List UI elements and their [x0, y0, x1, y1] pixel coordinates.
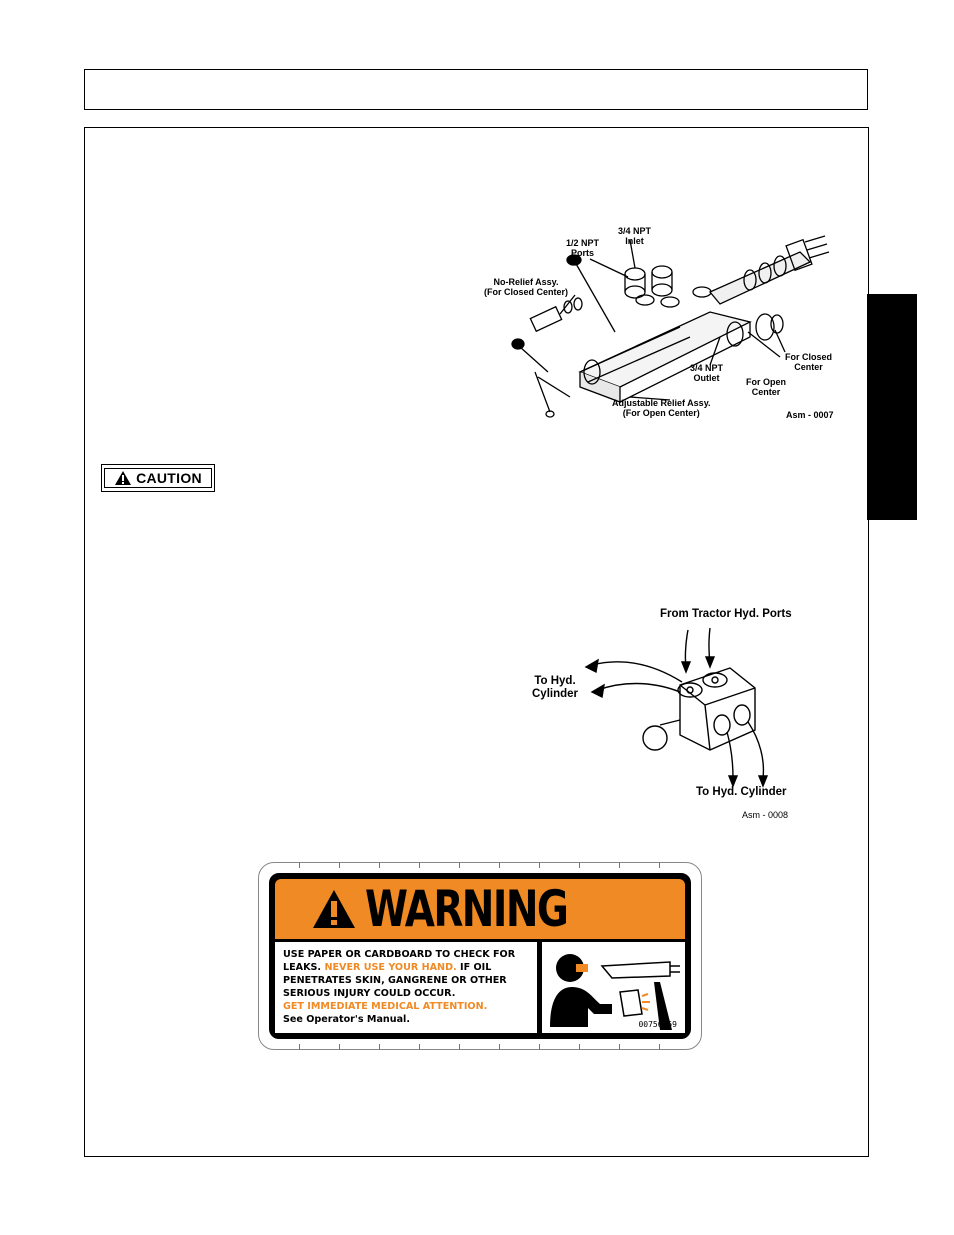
warning-title: WARNING — [365, 880, 569, 938]
warning-line-5: GET IMMEDIATE MEDICAL ATTENTION. — [283, 1001, 488, 1012]
warning-line-2c: IF OIL — [460, 962, 492, 973]
warning-pictogram: 00756059 — [542, 942, 685, 1033]
warning-line-2a: LEAKS. — [283, 962, 322, 973]
warning-message: USE PAPER OR CARDBOARD TO CHECK FOR LEAK… — [275, 942, 537, 1033]
diverter-valve-drawing — [584, 627, 769, 788]
section-tab — [867, 294, 917, 520]
label-from-tractor: From Tractor Hyd. Ports — [660, 608, 792, 620]
label-ports: 1/2 NPT Ports — [566, 238, 600, 258]
decal-part-number: 00756059 — [638, 1020, 677, 1029]
valve-exploded-figure: 3/4 NPT Inlet 1/2 NPT Ports No-Relief As… — [480, 222, 850, 432]
warning-line-6: See Operator's Manual. — [283, 1014, 410, 1025]
valve-exploded-drawing — [511, 235, 830, 418]
figure-ref-2: Asm - 0008 — [742, 810, 789, 820]
warning-line-4: SERIOUS INJURY COULD OCCUR. — [283, 988, 456, 999]
warning-header-bar: WARNING — [275, 879, 685, 939]
label-inlet: 3/4 NPT Inlet — [618, 226, 652, 246]
label-outlet: 3/4 NPT Outlet — [690, 363, 724, 383]
label-to-cylinder-left: To Hyd. Cylinder — [532, 675, 579, 700]
warning-triangle-icon — [115, 471, 132, 485]
caution-label: CAUTION — [136, 470, 202, 486]
figure-ref-1: Asm - 0007 — [786, 410, 834, 420]
caution-badge: CAUTION — [101, 464, 215, 492]
warning-decal: WARNING USE PAPER OR CARDBOARD TO CHECK … — [258, 862, 702, 1050]
label-no-relief: No-Relief Assy. (For Closed Center) — [484, 277, 569, 297]
warning-line-2: LEAKS. NEVER USE YOUR HAND. IF OIL — [283, 961, 529, 974]
label-closed-center: For Closed Center — [785, 352, 833, 372]
content-box — [84, 127, 869, 1157]
warning-triangle-icon — [313, 890, 355, 928]
warning-line-3: PENETRATES SKIN, GANGRENE OR OTHER — [283, 975, 507, 986]
label-open-center: For Open Center — [746, 377, 786, 397]
label-to-cylinder-bottom: To Hyd. Cylinder — [696, 786, 787, 798]
hand-leak-pictogram-icon — [550, 954, 680, 1030]
warning-line-2b: NEVER USE YOUR HAND. — [324, 962, 457, 973]
warning-line-1: USE PAPER OR CARDBOARD TO CHECK FOR — [283, 949, 516, 960]
label-adjustable-relief: Adjustable Relief Assy. (For Open Center… — [612, 398, 711, 418]
header-box — [84, 69, 868, 110]
diverter-valve-figure: From Tractor Hyd. Ports To Hyd. Cylinder… — [520, 600, 820, 825]
